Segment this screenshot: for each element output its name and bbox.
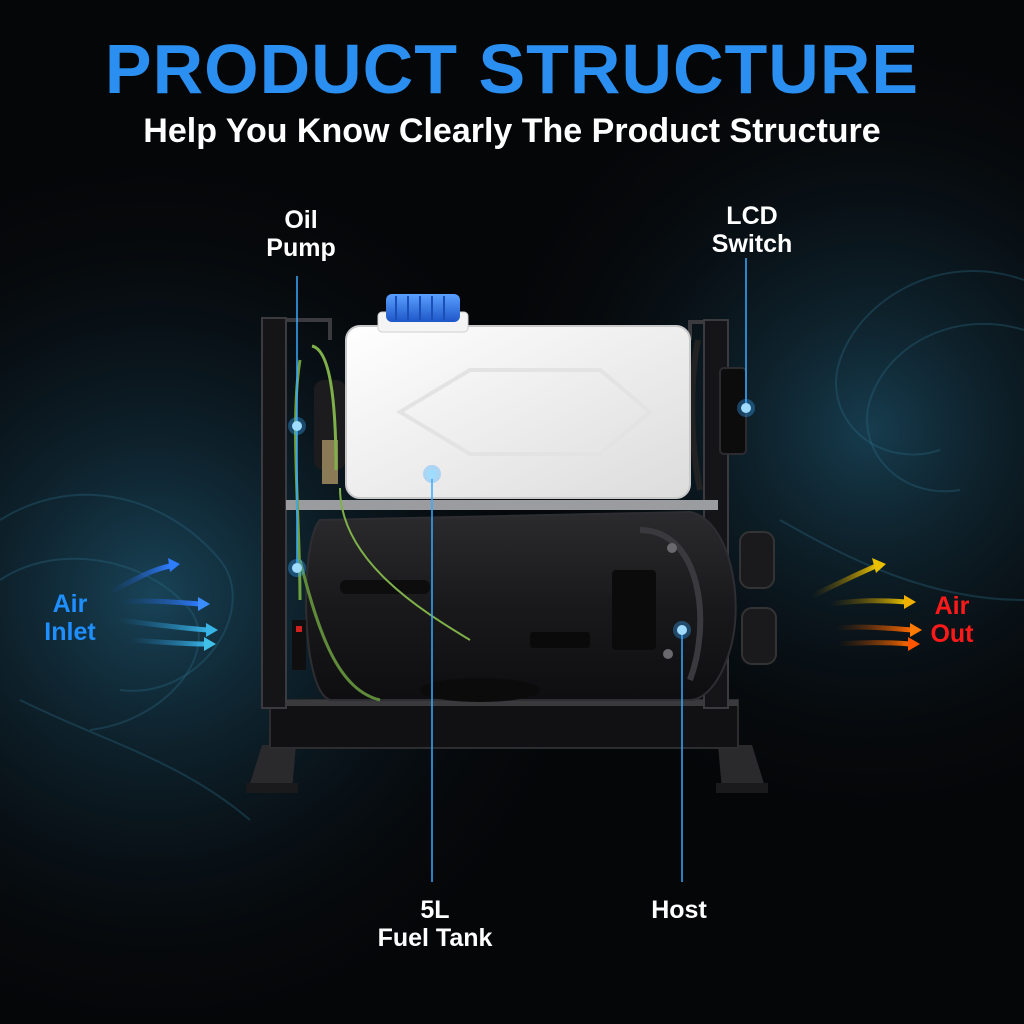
callout-line-2: Fuel Tank	[377, 924, 493, 952]
heater-host	[305, 510, 737, 702]
callout-dot-tank	[423, 465, 441, 483]
fuel-tank	[345, 294, 691, 499]
callout-label-lcd-switch: LCD Switch	[690, 202, 814, 258]
callout-line-1: Air	[934, 592, 970, 620]
callout-line-2: Out	[930, 620, 974, 648]
lcd-switch-box	[689, 339, 747, 491]
callout-label-fuel-tank: 5L Fuel Tank	[360, 896, 510, 952]
callout-line-1: LCD	[726, 202, 778, 230]
page-subtitle: Help You Know Clearly The Product Struct…	[143, 112, 881, 150]
callout-label-air-out: Air Out	[906, 592, 998, 648]
callout-label-oil-pump: Oil Pump	[244, 206, 358, 262]
tank-cap	[386, 294, 460, 322]
callout-label-air-inlet: Air Inlet	[20, 590, 120, 646]
air-inlet-arrows	[108, 558, 218, 651]
mounting-bracket-right	[716, 745, 768, 793]
callout-dot-lcd	[737, 399, 755, 417]
callout-line-1: Oil	[284, 206, 318, 234]
frame-post-left	[261, 317, 287, 709]
callout-line-1: Host	[651, 896, 707, 924]
callout-line-1: 5L	[420, 896, 450, 924]
base-plate	[269, 699, 739, 749]
oil-pump-unit	[292, 344, 471, 702]
callout-line-1: Air	[52, 590, 88, 618]
callout-line-2: Pump	[266, 234, 336, 262]
smoke-swirls	[0, 270, 1024, 821]
callout-line-2: Inlet	[44, 618, 96, 646]
callout-dot-oil-pump	[288, 417, 306, 435]
mounting-bracket-left	[246, 745, 298, 793]
callout-label-host: Host	[620, 896, 738, 924]
callout-dot-air-inlet	[288, 559, 306, 577]
callout-line-2: Switch	[711, 230, 793, 258]
shelf-rail	[286, 500, 718, 510]
air-out-arrows	[810, 558, 922, 651]
air-outlet-ducts	[739, 531, 777, 665]
callout-dot-host	[673, 621, 691, 639]
page-title: PRODUCT STRUCTURE	[104, 30, 920, 108]
